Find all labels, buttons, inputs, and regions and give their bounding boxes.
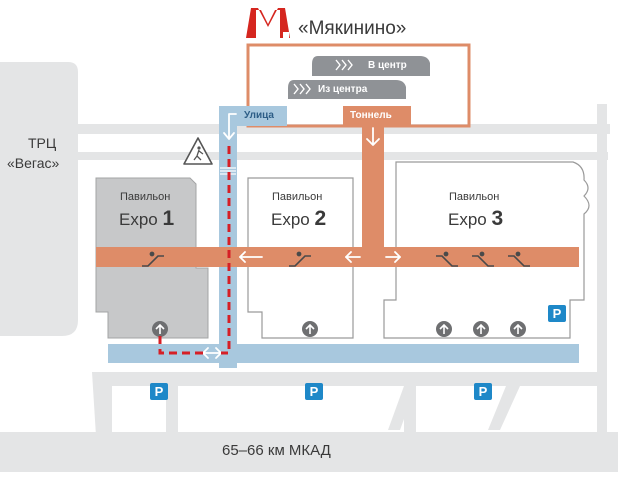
entrance-arrow-icon <box>302 321 318 337</box>
tunnel-down-arrow-icon <box>366 127 380 146</box>
parking-icon: P <box>305 383 323 400</box>
mall-label-line2: «Вегас» <box>7 155 60 171</box>
walking-path <box>158 146 231 355</box>
entrance-arrow-icon <box>436 321 452 337</box>
parking-icon: P <box>548 305 566 322</box>
tunnel-label: Тоннель <box>350 110 392 121</box>
pavilion-3-label: Павильон <box>449 191 500 203</box>
pavilion-2-label: Павильон <box>272 191 323 203</box>
pavilion-3-title: Expo 3 <box>448 207 504 230</box>
entrance-arrow-icon <box>473 321 489 337</box>
mall-label-line1: ТРЦ <box>28 135 57 151</box>
train-to-center-label: В центр <box>368 60 407 71</box>
pedestrian-warning-icon <box>183 137 213 165</box>
road-label: 65–66 км МКАД <box>222 442 331 459</box>
parking-icon: P <box>474 383 492 400</box>
metro-logo-icon <box>246 8 290 38</box>
pavilion-1-title: Expo 1 <box>119 207 175 230</box>
map-ground <box>0 62 618 472</box>
tunnel-route <box>96 106 579 267</box>
metro-station-name: «Мякинино» <box>298 18 407 39</box>
train-to-center <box>312 56 430 76</box>
pavilion-2-title: Expo 2 <box>271 207 327 230</box>
entrance-arrow-icon <box>152 321 526 337</box>
entrance-arrow-icon <box>152 321 168 337</box>
pavilion-1-label: Павильон <box>120 191 171 203</box>
train-from-center <box>288 80 406 99</box>
street-label: Улица <box>244 110 274 121</box>
entrance-arrow-icon <box>510 321 526 337</box>
street-entry-arrow-icon <box>223 113 237 140</box>
escalator-icon <box>142 251 530 267</box>
parking-icon: P <box>150 383 168 400</box>
train-from-center-label: Из центра <box>318 84 368 95</box>
